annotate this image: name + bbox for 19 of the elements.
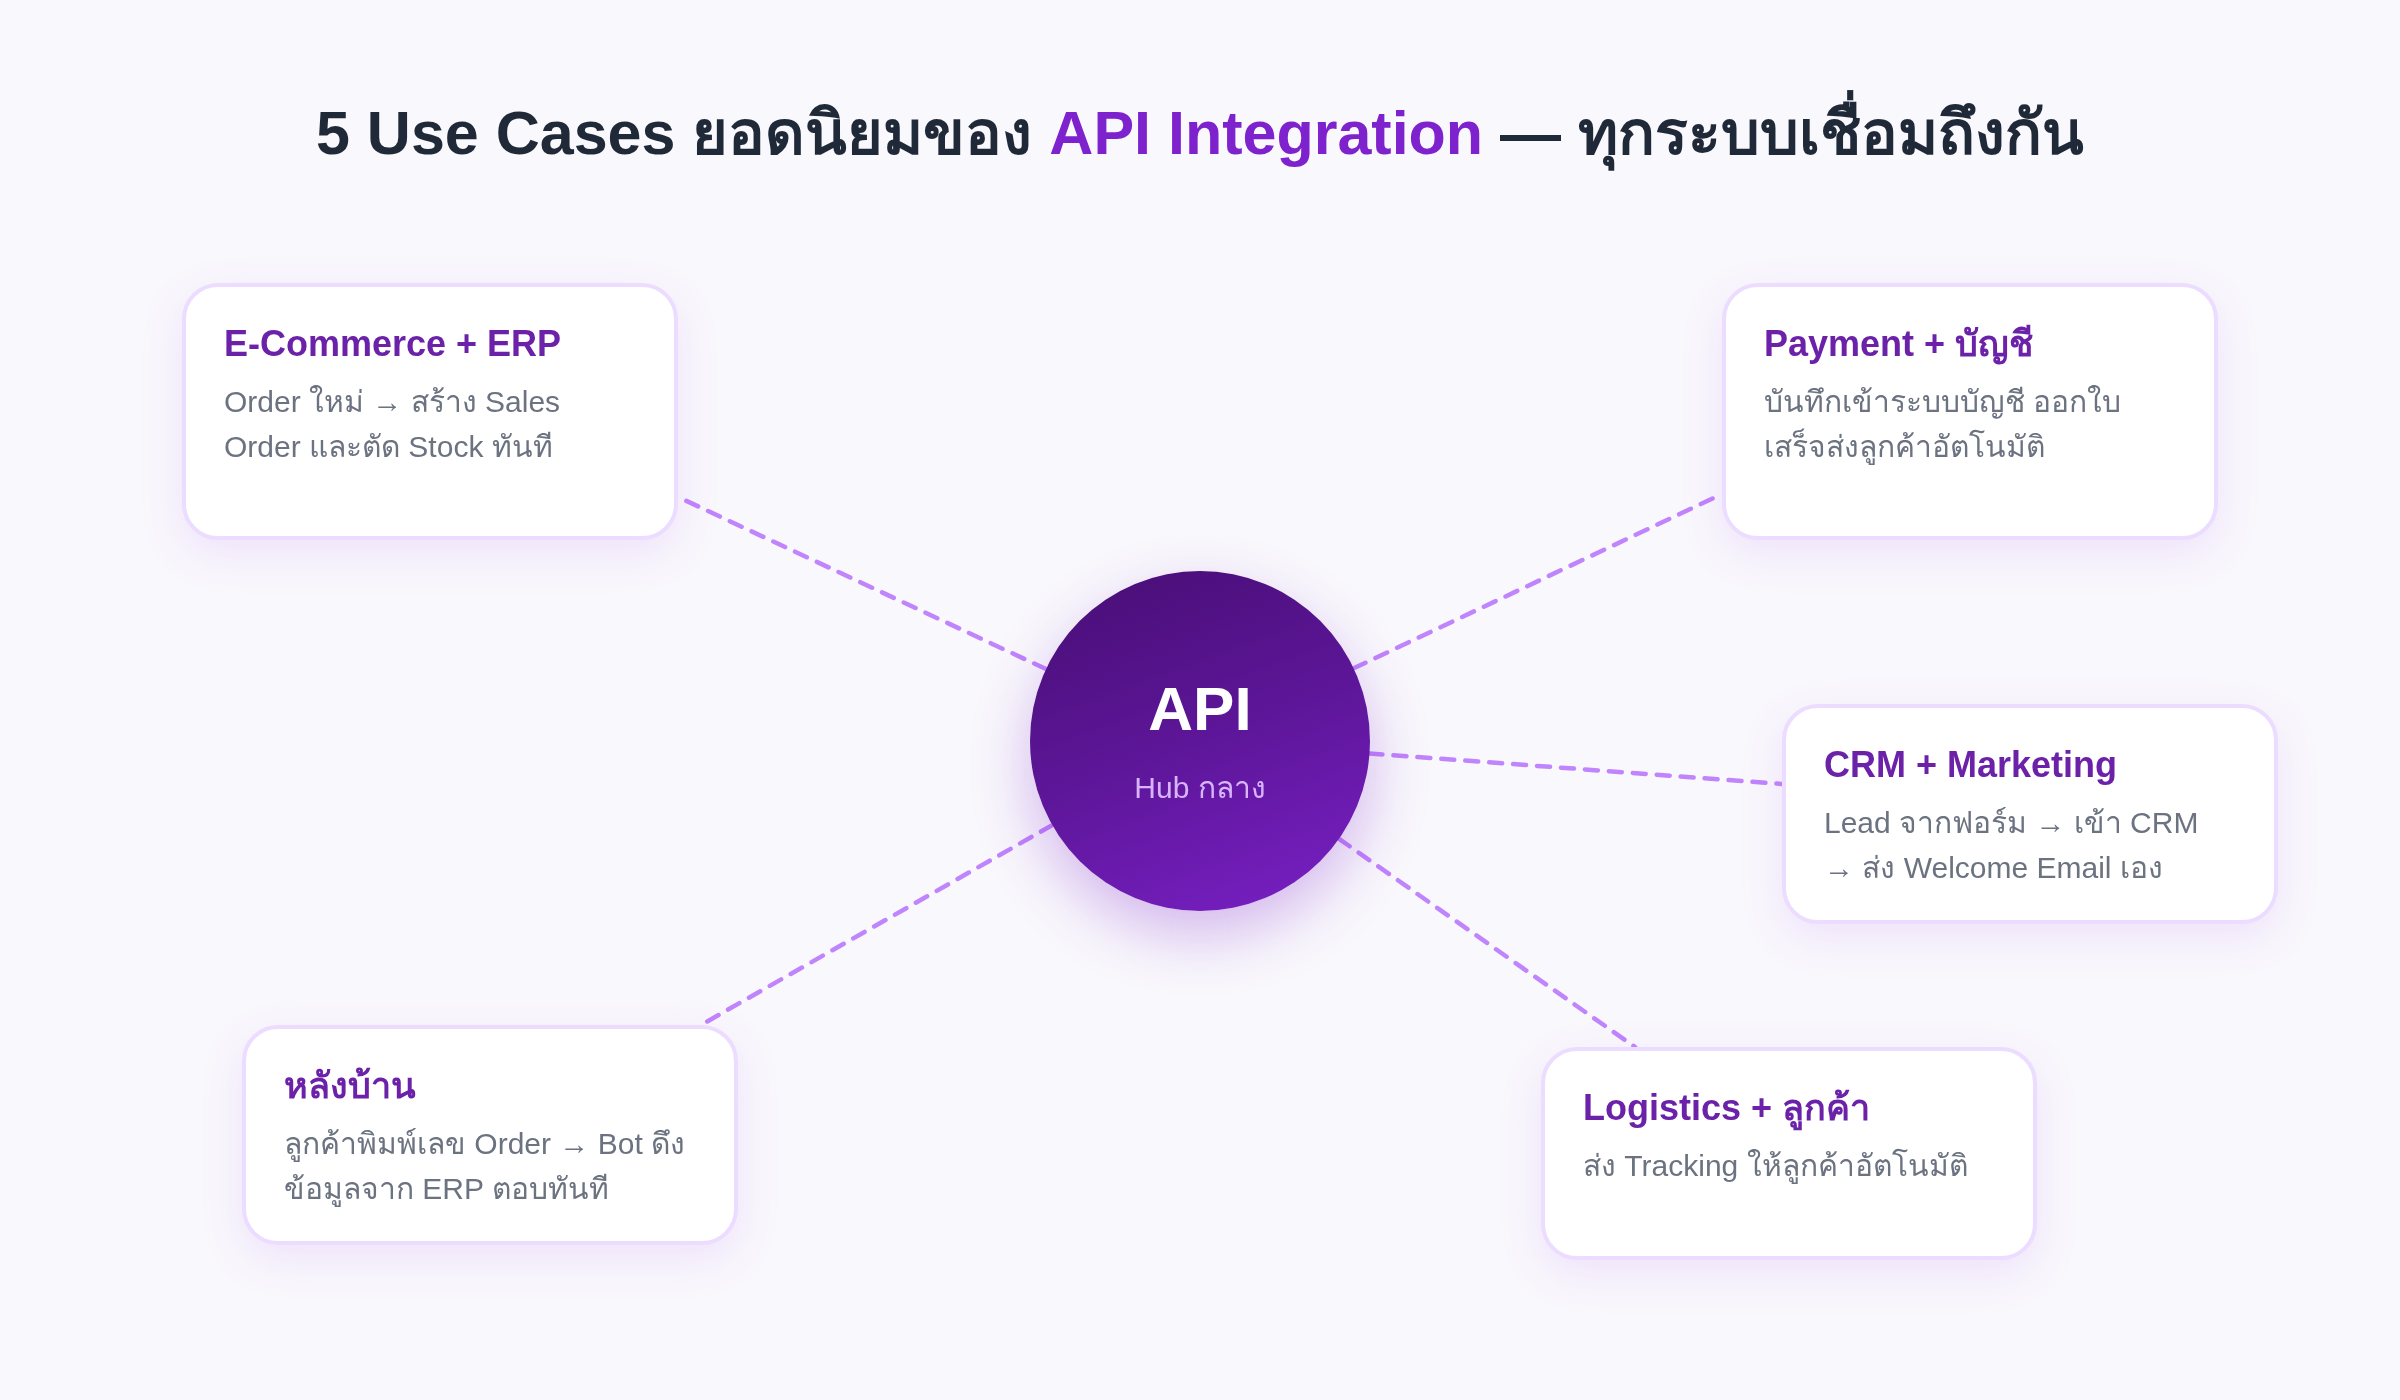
card-description: ลูกค้าพิมพ์เลข Order → Bot ดึงข้อมูลจาก ERP ตอบทันที [284, 1126, 687, 1209]
diagram-title: 5 Use Cases ยอดนิยมของ API Integration — ทุกระบบเชื่อมถึงกัน [305, 80, 2095, 188]
use-case-card [1541, 1047, 2037, 1260]
card-description: Lead จากฟอร์ม → เข้า CRM → ส่ง Welcome Email เอง [1824, 805, 2200, 887]
card-heading: CRM + Marketing [1824, 743, 2118, 787]
hub-sublabel: Hub กลาง [1134, 769, 1266, 806]
use-case-card [1722, 283, 2218, 540]
hub-label: API [1148, 673, 1252, 745]
card-description: Order ใหม่ → สร้าง Sales Order และตัด Stock ทันที [224, 384, 562, 466]
use-case-card [1782, 704, 2278, 925]
card-heading: Logistics + ลูกค้า [1583, 1083, 1871, 1134]
use-case-card [182, 283, 678, 540]
card-heading: หลังบ้าน [284, 1064, 416, 1108]
card-description: บันทึกเข้าระบบบัญชี ออกใบเสร็จส่งลูกค้าอัตโนมัติ [1764, 384, 2123, 467]
card-description: ส่ง Tracking ให้ลูกค้าอัตโนมัติ [1583, 1147, 1969, 1186]
dashed-connector [1336, 836, 1638, 1050]
card-heading: E-Commerce + ERP [224, 322, 562, 366]
card-heading: Payment + บัญชี [1764, 322, 2034, 367]
use-case-card [242, 1025, 738, 1246]
